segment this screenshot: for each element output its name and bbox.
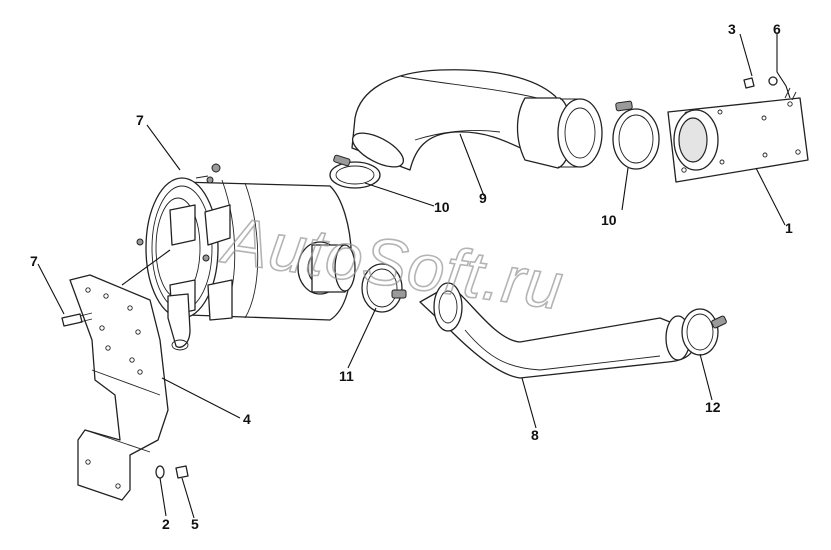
- bolt-top: [743, 77, 755, 89]
- callout-2: 2: [162, 516, 170, 532]
- callout-1: 1: [785, 220, 793, 236]
- callout-8: 8: [531, 427, 539, 443]
- mounting-bracket: [69, 274, 169, 501]
- callout-3: 3: [728, 21, 736, 37]
- callouts: 1 2 3 4 5 6 7 7 8 9 10 10 11 12: [30, 21, 793, 532]
- callout-12: 12: [705, 399, 721, 415]
- callout-10-right: 10: [601, 212, 617, 228]
- callout-11: 11: [339, 368, 354, 384]
- upper-right-hose-clamp: [612, 100, 660, 170]
- flange-plate: [667, 87, 809, 183]
- leader-lines: [37, 33, 791, 519]
- callout-7-bolt: 7: [30, 253, 38, 269]
- callout-6: 6: [773, 21, 781, 37]
- callout-9: 9: [479, 190, 487, 206]
- upper-left-hose-clamp: [329, 154, 381, 189]
- callout-4: 4: [243, 411, 251, 427]
- callout-10-left: 10: [434, 199, 450, 215]
- callout-5: 5: [191, 516, 199, 532]
- lower-right-hose-clamp: [681, 308, 727, 356]
- bolt-left: [61, 312, 93, 327]
- callout-7-housing: 7: [136, 112, 144, 128]
- bolt-lower: [175, 465, 189, 479]
- washer-lower: [155, 465, 165, 479]
- upper-intake-hose: [351, 69, 603, 171]
- nut-top: [768, 76, 778, 86]
- air-cleaner-housing: [136, 163, 356, 351]
- middle-hose-clamp: [361, 263, 407, 313]
